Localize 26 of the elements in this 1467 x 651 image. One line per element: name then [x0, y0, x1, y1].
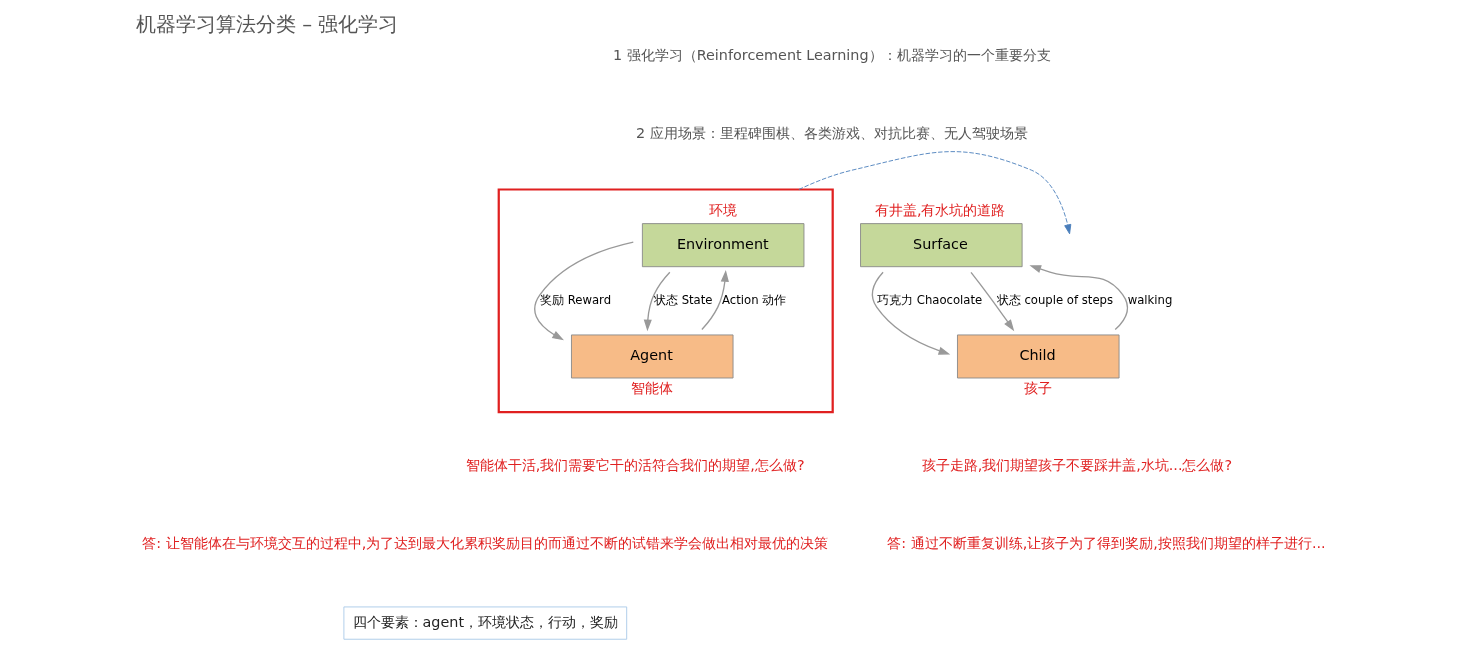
node-label: 智能体 [630, 380, 673, 397]
arrow [871, 271, 951, 355]
node-label: 环境 [708, 202, 737, 219]
label: 1 强化学习（Reinforcement Learning）：机器学习的一个重要分支 [613, 47, 1051, 64]
edge-label: Action 动作 [722, 292, 787, 307]
node-label: 有井盖,有水坑的道路 [874, 202, 1006, 219]
label: 智能体干活,我们需要它干的活符合我们的期望,怎么做? [465, 457, 805, 474]
node-label: 孩子 [1023, 380, 1052, 397]
edge-label: 奖励 Reward [539, 292, 612, 307]
label: 答: 让智能体在与环境交互的过程中,为了达到最大化累积奖励目的而通过不断的试错来学会做出相对最优的决策 [142, 535, 829, 552]
arrow [534, 241, 634, 341]
arrow [643, 271, 671, 332]
diagram-title: 机器学习算法分类 – 强化学习 [135, 13, 399, 37]
cluster [497, 188, 834, 414]
edge-label: 巧克力 Chaocolate [877, 292, 983, 307]
label: 孩子走路,我们期望孩子不要踩井盖,水坑...怎么做? [921, 457, 1233, 474]
arrow [1029, 265, 1129, 331]
label: 答: 通过不断重复训练,让孩子为了得到奖励,按照我们期望的样子进行... [887, 535, 1326, 552]
arrow [798, 151, 1072, 235]
arrow [701, 270, 729, 331]
edge-label: 状态 couple of steps [996, 292, 1114, 307]
label: 四个要素：agent，环境状态，行动，奖励 [352, 613, 619, 630]
arrow [970, 271, 1015, 332]
label: 2 应用场景：里程碑围棋、各类游戏、对抗比赛、无人驾驶场景 [635, 125, 1028, 142]
edge-label: walking [1127, 292, 1173, 307]
edge-label: 状态 State [653, 292, 713, 307]
